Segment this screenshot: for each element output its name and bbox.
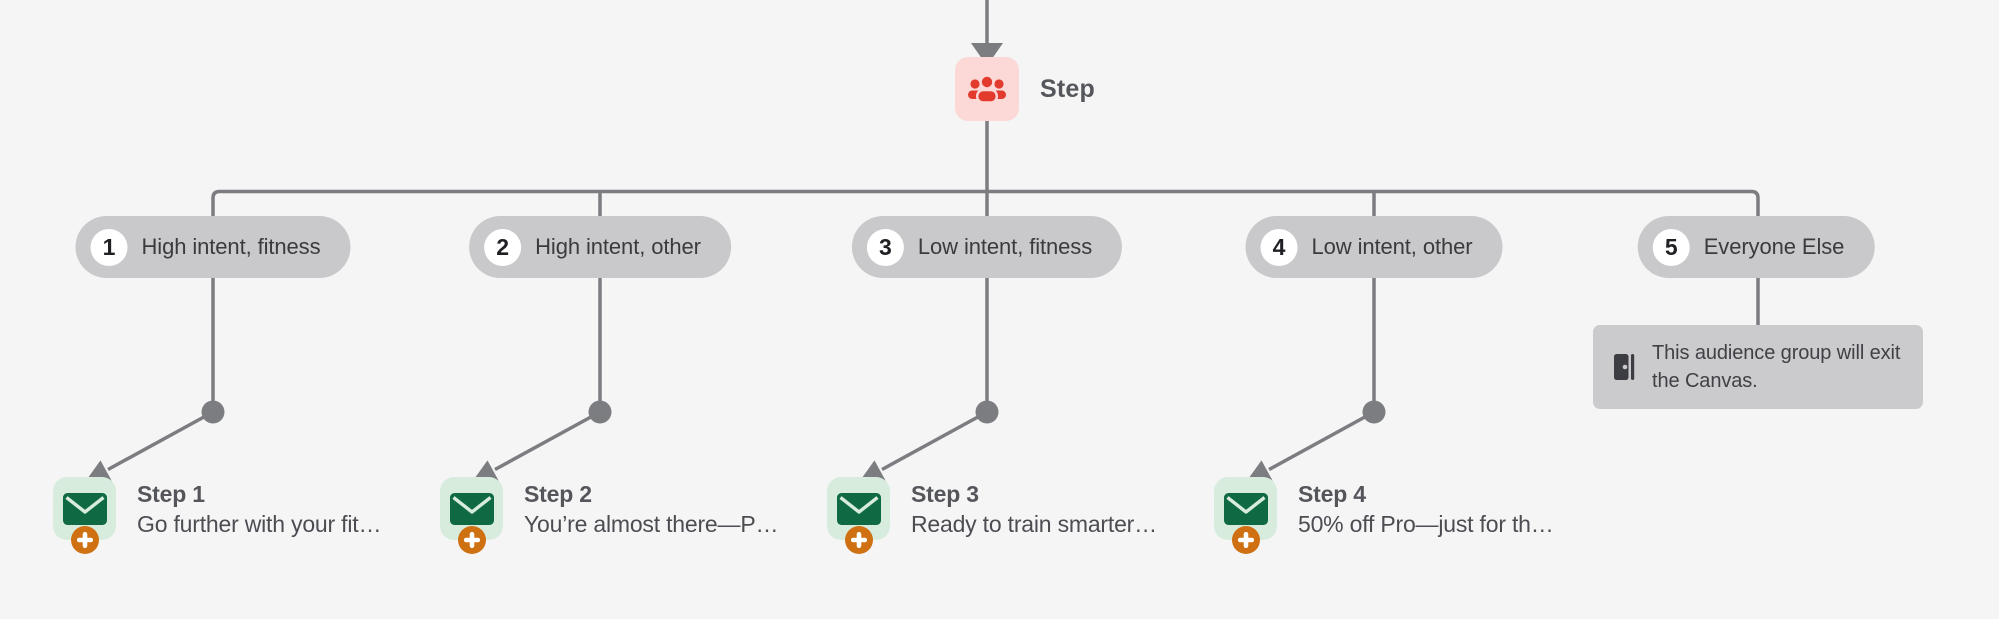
email-step-2[interactable]: Step 2 You’re almost there—P… (440, 477, 779, 554)
audience-people-icon[interactable] (955, 57, 1019, 121)
step-title: Step 4 (1298, 481, 1366, 507)
audience-step-label: Step (1040, 74, 1095, 103)
branch-label: High intent, other (535, 234, 701, 259)
exit-canvas-text: This audience group will exit the Canvas… (1652, 342, 1901, 392)
add-step-plus-icon[interactable] (457, 526, 486, 554)
email-envelope-icon[interactable] (1214, 477, 1277, 540)
branch-label: Low intent, other (1311, 234, 1473, 259)
branch-pill-3[interactable]: 3 Low intent, fitness (851, 216, 1123, 278)
branch-label: High intent, fitness (141, 234, 321, 259)
step-title: Step 3 (911, 481, 979, 507)
junction-dot (1362, 400, 1386, 424)
email-step-1[interactable]: Step 1 Go further with your fit… (53, 477, 382, 554)
step-subtitle: 50% off Pro—just for th… (1298, 511, 1554, 537)
branch-number-badge: 5 (1652, 228, 1690, 266)
branch-number-badge: 1 (90, 228, 128, 266)
branch-number-badge: 2 (484, 228, 522, 266)
junction-dot (588, 400, 612, 424)
branch-number-badge: 4 (1260, 228, 1298, 266)
add-step-plus-icon[interactable] (844, 526, 873, 554)
branch-number-badge: 3 (866, 228, 904, 266)
step-subtitle: You’re almost there—P… (524, 511, 779, 537)
branch-label: Low intent, fitness (917, 234, 1093, 259)
junction-dot (201, 400, 225, 424)
email-step-3[interactable]: Step 3 Ready to train smarter… (827, 477, 1157, 554)
add-step-plus-icon[interactable] (70, 526, 99, 554)
step-subtitle: Ready to train smarter… (911, 511, 1157, 537)
branch-pill-5[interactable]: 5 Everyone Else (1637, 216, 1875, 278)
exit-canvas-note: This audience group will exit the Canvas… (1593, 325, 1923, 409)
exit-canvas-door-icon (1613, 352, 1635, 382)
branch-label: Everyone Else (1703, 234, 1845, 259)
email-step-4[interactable]: Step 4 50% off Pro—just for th… (1214, 477, 1554, 554)
step-title: Step 2 (524, 481, 592, 507)
add-step-plus-icon[interactable] (1231, 526, 1260, 554)
junction-dot (975, 400, 999, 424)
step-subtitle: Go further with your fit… (137, 511, 382, 537)
branch-pill-1[interactable]: 1 High intent, fitness (75, 216, 351, 278)
step-title: Step 1 (137, 481, 205, 507)
audience-step-node[interactable]: Step (955, 57, 1095, 121)
branch-pill-4[interactable]: 4 Low intent, other (1245, 216, 1503, 278)
branch-pill-2[interactable]: 2 High intent, other (469, 216, 731, 278)
